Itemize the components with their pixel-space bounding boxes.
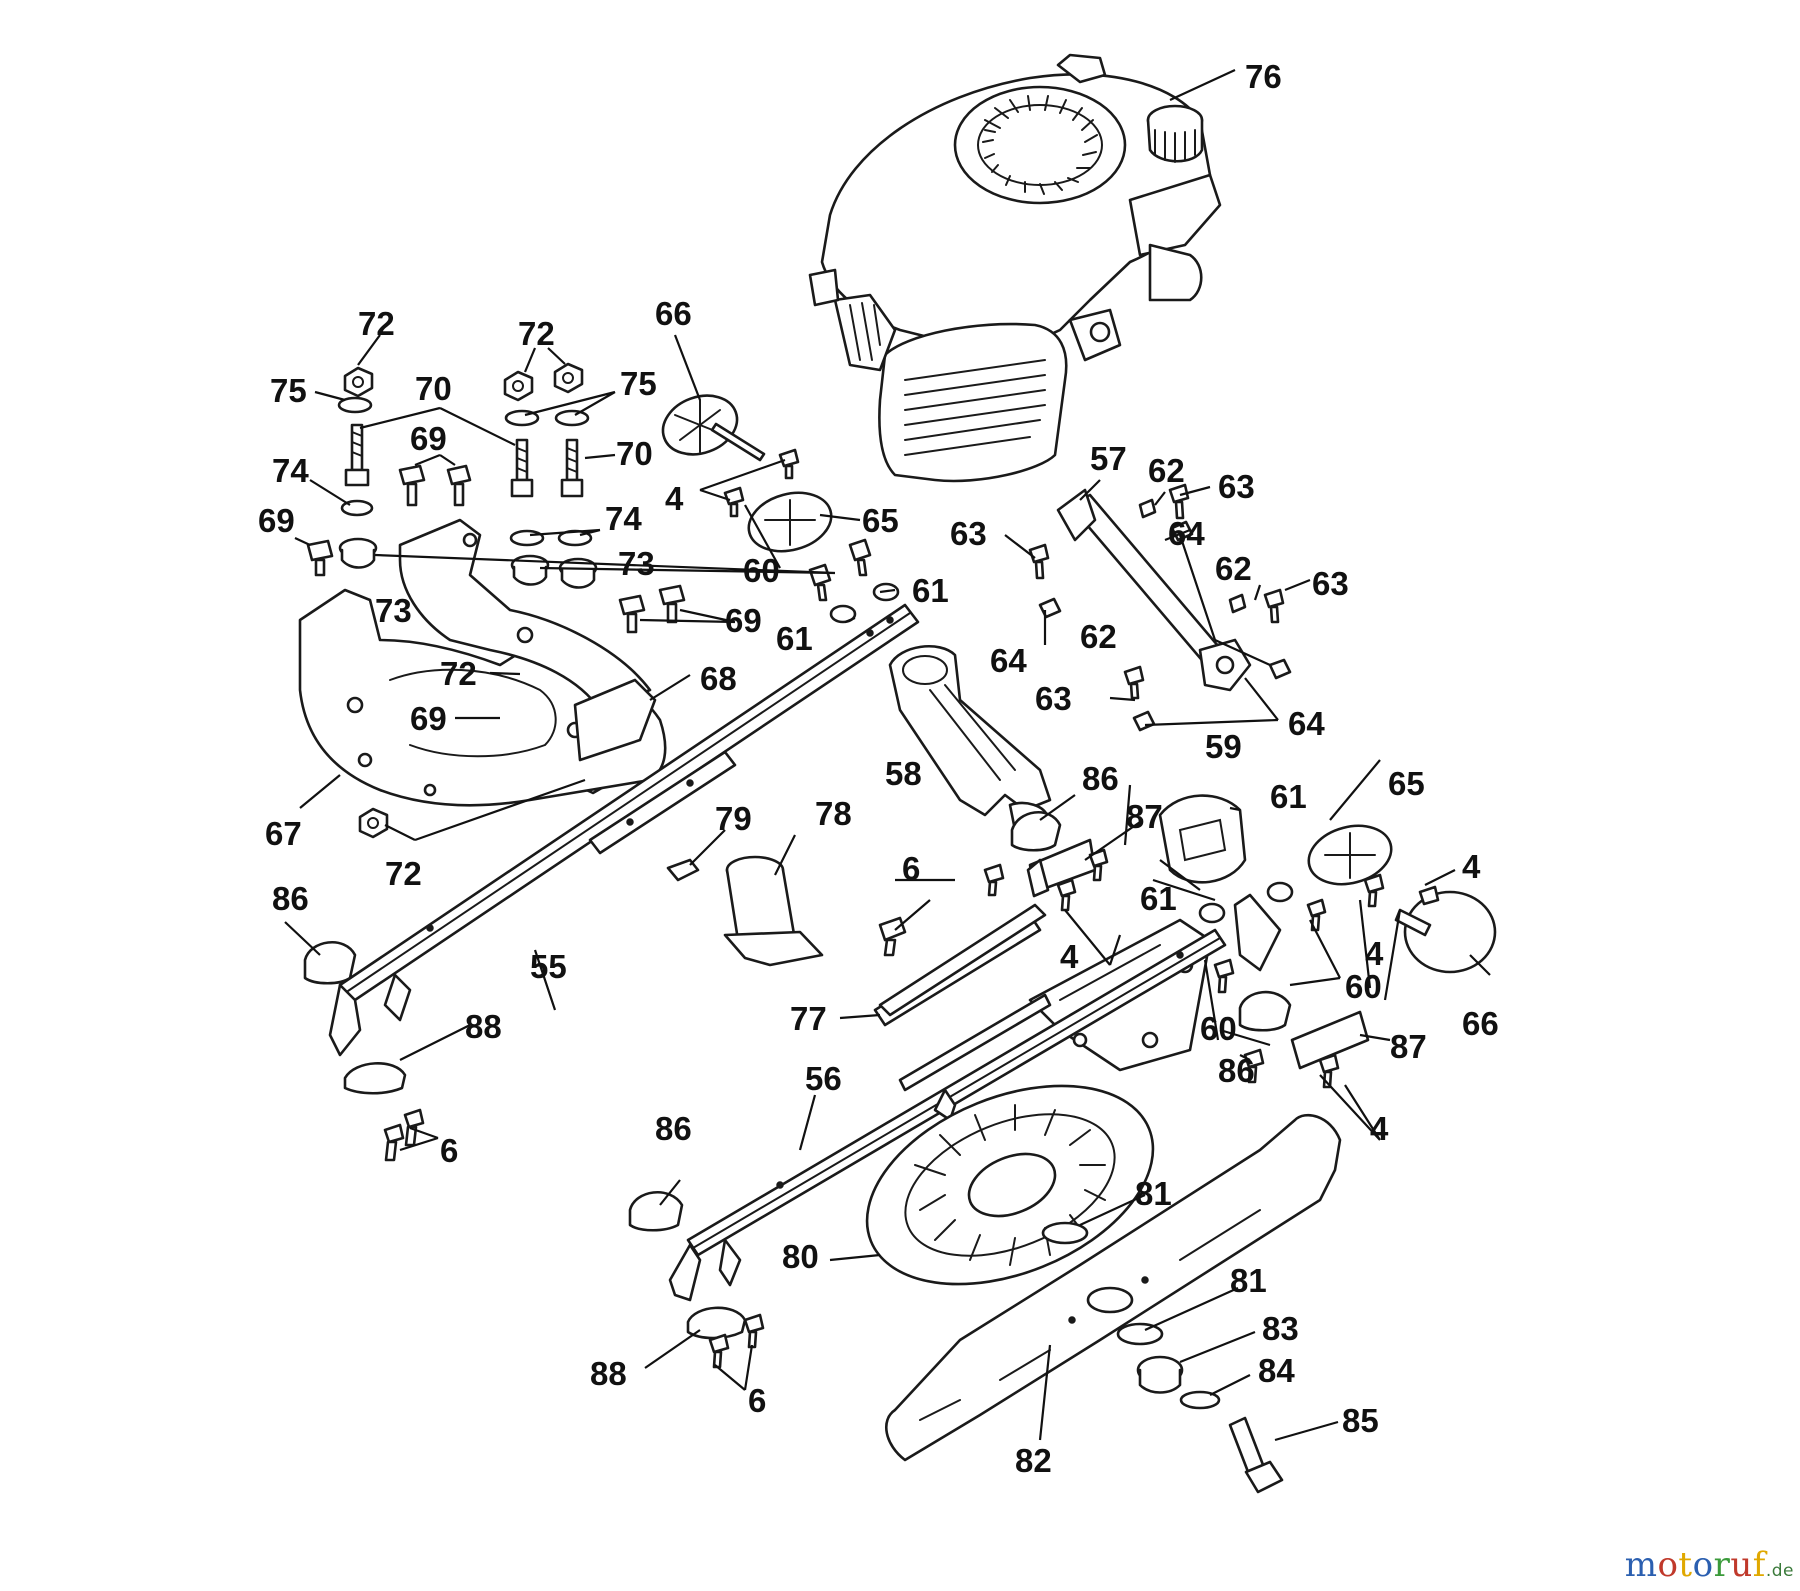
callout-75: 75 (620, 365, 657, 402)
callout-86: 86 (1218, 1052, 1255, 1089)
callout-86: 86 (1082, 760, 1119, 797)
front-axle-drawing (328, 603, 920, 1057)
watermark-suffix: .de (1765, 1561, 1794, 1581)
callout-6: 6 (748, 1382, 766, 1419)
callout-4: 4 (1365, 935, 1384, 972)
blade-assembly-drawing (865, 1084, 1342, 1494)
callout-79: 79 (715, 800, 752, 837)
callout-63: 63 (950, 515, 987, 552)
callout-6: 6 (902, 850, 920, 887)
watermark-brand: motoruf (1624, 1545, 1766, 1585)
callout-6: 6 (440, 1132, 458, 1169)
callout-65: 65 (862, 502, 899, 539)
small-parts-drawing (303, 794, 1385, 1369)
callout-72: 72 (385, 855, 422, 892)
callout-64: 64 (990, 642, 1027, 679)
callout-69: 69 (410, 700, 447, 737)
callout-72: 72 (440, 655, 477, 692)
callout-58: 58 (885, 755, 922, 792)
callout-88: 88 (465, 1008, 502, 1045)
callout-61: 61 (776, 620, 813, 657)
callout-4: 4 (1462, 848, 1481, 885)
callout-64: 64 (1168, 515, 1205, 552)
callout-73: 73 (618, 545, 655, 582)
callout-82: 82 (1015, 1442, 1052, 1479)
callout-62: 62 (1080, 618, 1117, 655)
callout-81: 81 (1135, 1175, 1172, 1212)
callout-74: 74 (605, 500, 642, 537)
callout-55: 55 (530, 948, 567, 985)
callout-56: 56 (805, 1060, 842, 1097)
callout-4: 4 (665, 480, 684, 517)
callout-86: 86 (272, 880, 309, 917)
mounting-plates-drawing (298, 518, 667, 807)
callout-78: 78 (815, 795, 852, 832)
callout-87: 87 (1126, 798, 1163, 835)
callout-76: 76 (1245, 58, 1282, 95)
callout-65: 65 (1388, 765, 1425, 802)
callout-83: 83 (1262, 1310, 1299, 1347)
callout-81: 81 (1230, 1262, 1267, 1299)
callout-4: 4 (1370, 1110, 1389, 1147)
callout-61: 61 (1270, 778, 1307, 815)
callout-63: 63 (1218, 468, 1255, 505)
callout-59: 59 (1205, 728, 1242, 765)
callout-84: 84 (1258, 1352, 1295, 1389)
callout-77: 77 (790, 1000, 827, 1037)
callout-73: 73 (375, 592, 412, 629)
callout-69: 69 (725, 602, 762, 639)
callout-87: 87 (1390, 1028, 1427, 1065)
callout-60: 60 (1200, 1010, 1237, 1047)
callout-4: 4 (1060, 938, 1079, 975)
callout-66: 66 (655, 295, 692, 332)
callout-61: 61 (912, 572, 949, 609)
callout-63: 63 (1312, 565, 1349, 602)
engine-drawing (808, 53, 1222, 483)
callout-60: 60 (1345, 968, 1382, 1005)
callout-86: 86 (655, 1110, 692, 1147)
callout-69: 69 (258, 502, 295, 539)
callout-75: 75 (270, 372, 307, 409)
watermark-logo: motoruf.de (1625, 1545, 1794, 1585)
callout-69: 69 (410, 420, 447, 457)
callout-62: 62 (1148, 452, 1185, 489)
callout-labels: 76 72 72 66 75 70 75 69 70 74 4 65 57 62… (258, 58, 1499, 1479)
rear-axle-plates-drawing (668, 893, 1282, 1302)
callout-61: 61 (1140, 880, 1177, 917)
callout-70: 70 (616, 435, 653, 472)
callout-64: 64 (1288, 705, 1325, 742)
wheel-hubs-drawing (661, 394, 1497, 974)
callout-88: 88 (590, 1355, 627, 1392)
callout-80: 80 (782, 1238, 819, 1275)
callout-66: 66 (1462, 1005, 1499, 1042)
callout-63: 63 (1035, 680, 1072, 717)
callout-57: 57 (1090, 440, 1127, 477)
callout-74: 74 (272, 452, 309, 489)
leader-lines (284, 69, 1491, 1442)
callout-68: 68 (700, 660, 737, 697)
callout-72: 72 (358, 305, 395, 342)
callout-67: 67 (265, 815, 302, 852)
callout-70: 70 (415, 370, 452, 407)
callout-85: 85 (1342, 1402, 1379, 1439)
callout-62: 62 (1215, 550, 1252, 587)
callout-72: 72 (518, 315, 555, 352)
callout-60: 60 (743, 552, 780, 589)
